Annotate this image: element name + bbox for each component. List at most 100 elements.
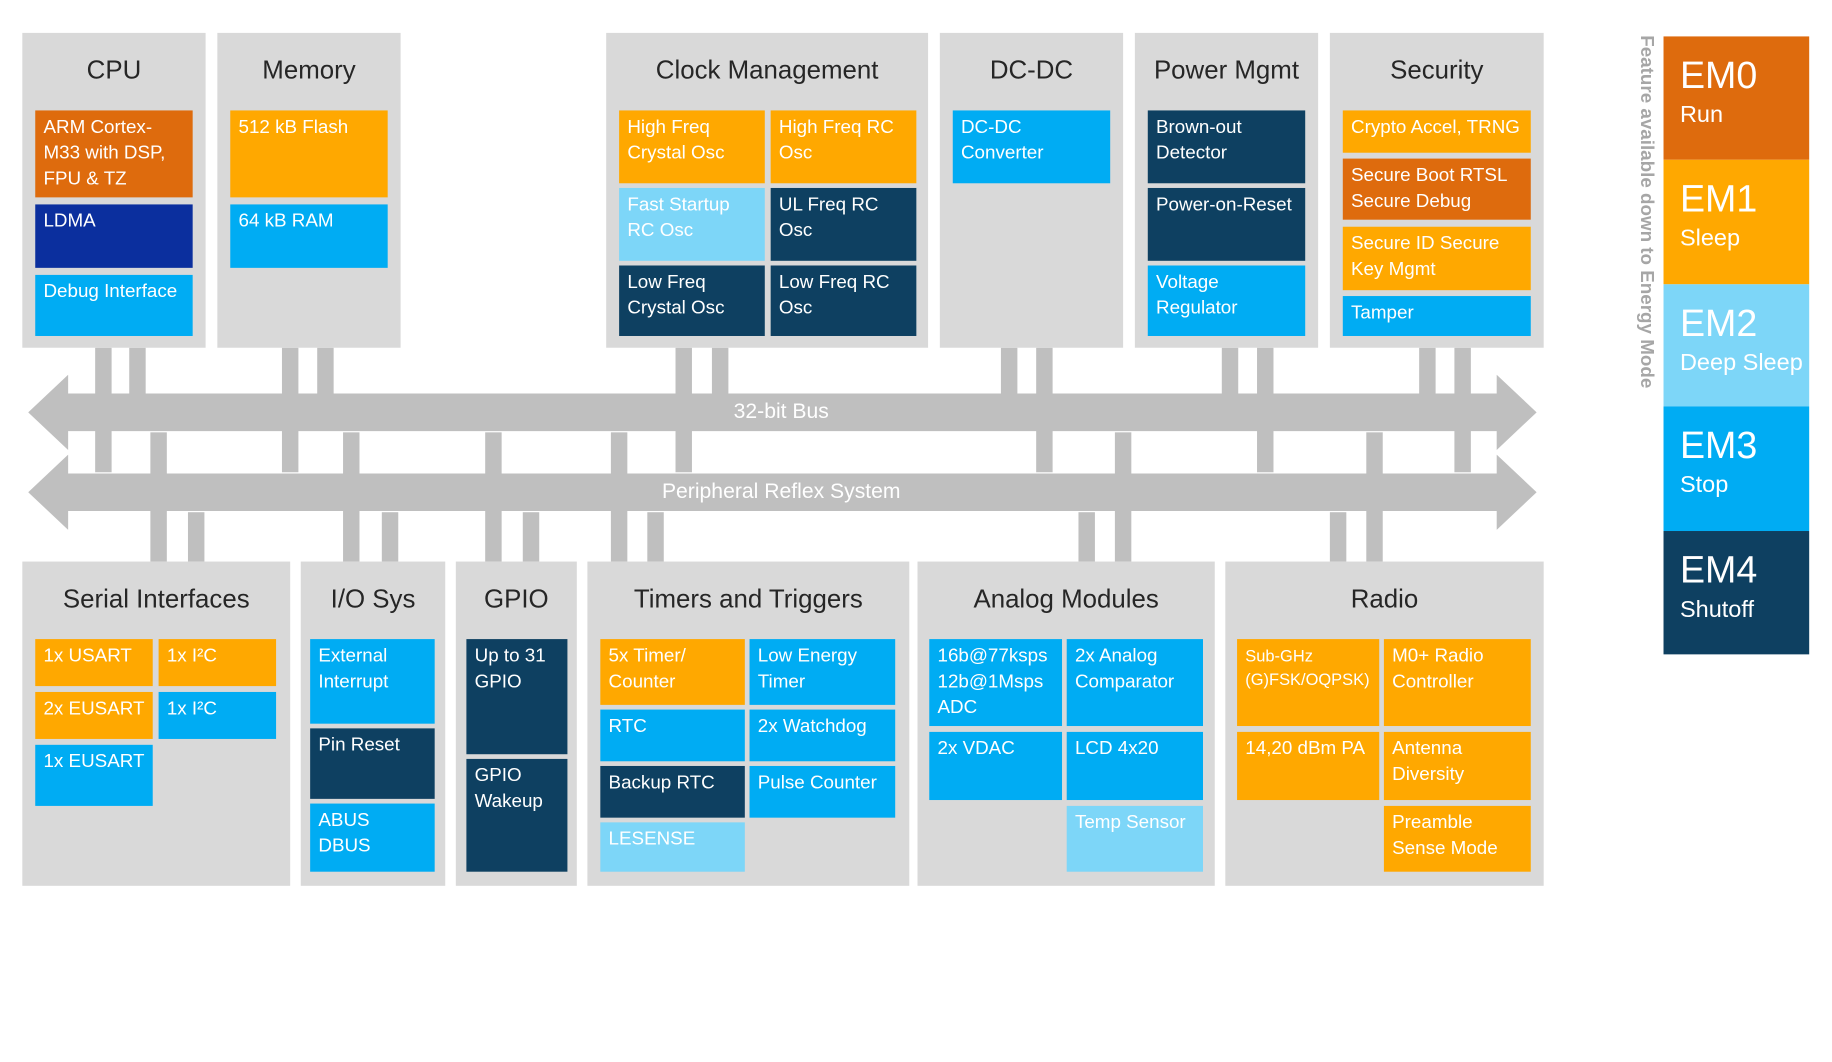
legend-mode: EM4 <box>1679 548 1758 591</box>
i2c-0: 1x I²C <box>158 639 277 687</box>
cpu-core: ARM Cortex-M33 with DSP, FPU & TZ <box>35 110 193 198</box>
secure-id: Secure ID Secure Key Mgmt <box>1342 226 1531 291</box>
lf-rc-osc: Low Freq RC Osc <box>770 265 917 336</box>
power-amplifier: 14,20 dBm PA <box>1237 731 1380 801</box>
preamble-sense: Preamble Sense Mode <box>1383 805 1531 872</box>
timers-triggers-group: Timers and Triggers 5x Timer/ Counter Lo… <box>587 561 910 886</box>
ram-memory: 64 kB RAM <box>230 204 388 268</box>
sub-ghz: Sub-GHz (G)FSK/OQPSK) <box>1237 639 1380 727</box>
abus-dbus: ABUS DBUS <box>310 803 435 872</box>
dcdc-converter: DC-DC Converter <box>952 110 1111 184</box>
external-interrupt: External Interrupt <box>310 639 435 724</box>
eusart-2x: 2x EUSART <box>35 691 153 739</box>
legend-name: Sleep <box>1679 225 1741 252</box>
connector-bar <box>522 512 540 562</box>
connector-bar <box>711 347 729 395</box>
watchdog: 2x Watchdog <box>749 709 896 762</box>
security-group: Security Crypto Accel, TRNG Secure Boot … <box>1329 32 1544 348</box>
legend-em4: EM4 Shutoff <box>1663 531 1810 655</box>
bus-32bit-arrow <box>28 374 1537 450</box>
power-mgmt-group: Power Mgmt Brown-out Detector Power-on-R… <box>1134 32 1319 348</box>
group-title: Memory <box>262 55 356 85</box>
rtc: RTC <box>600 709 745 762</box>
cpu-group: CPU ARM Cortex-M33 with DSP, FPU & TZ LD… <box>22 32 206 348</box>
group-title: Radio <box>1350 583 1419 614</box>
group-title: DC-DC <box>989 55 1074 85</box>
legend-name: Stop <box>1679 472 1729 499</box>
lf-crystal-osc: Low Freq Crystal Osc <box>619 265 765 336</box>
debug-interface: Debug Interface <box>35 274 193 336</box>
voltage-regulator: Voltage Regulator <box>1147 265 1306 336</box>
gpio-pins: Up to 31 GPIO <box>466 639 568 755</box>
brownout-detector: Brown-out Detector <box>1147 110 1306 184</box>
memory-group: Memory 512 kB Flash 64 kB RAM <box>217 32 401 348</box>
antenna-diversity: Antenna Diversity <box>1383 731 1531 801</box>
connector-bar <box>1419 347 1436 395</box>
analog-modules-group: Analog Modules 16b@77ksps 12b@1Msps ADC … <box>917 561 1215 886</box>
connector-bar <box>1329 512 1347 562</box>
analog-comparator: 2x Analog Comparator <box>1066 639 1203 727</box>
group-title: Clock Management <box>655 55 879 85</box>
connector-bar <box>129 347 146 395</box>
lcd: LCD 4x20 <box>1066 731 1203 801</box>
connector-bar <box>187 512 205 562</box>
group-title: GPIO <box>483 583 549 614</box>
connector-bar <box>1221 347 1239 395</box>
legend-em1: EM1 Sleep <box>1663 159 1810 285</box>
flash-memory: 512 kB Flash <box>230 110 388 198</box>
clock-management-group: Clock Management High Freq Crystal Osc H… <box>606 32 929 348</box>
gpio-group: GPIO Up to 31 GPIO GPIO Wakeup <box>455 561 577 886</box>
secure-boot: Secure Boot RTSL Secure Debug <box>1342 158 1531 220</box>
crypto-accel: Crypto Accel, TRNG <box>1342 110 1531 153</box>
legend-caption: Feature available down to Energy Mode <box>1636 35 1657 389</box>
radio-controller: M0+ Radio Controller <box>1383 639 1531 727</box>
dcdc-group: DC-DC DC-DC Converter <box>939 32 1124 348</box>
timer-counter: 5x Timer/ Counter <box>600 639 745 705</box>
temp-sensor: Temp Sensor <box>1066 805 1203 872</box>
ldma: LDMA <box>35 204 193 268</box>
adc: 16b@77ksps 12b@1Msps ADC <box>929 639 1063 727</box>
lesense: LESENSE <box>600 822 745 872</box>
serial-interfaces-group: Serial Interfaces 1x USART 1x I²C 2x EUS… <box>22 561 291 886</box>
io-sys-group: I/O Sys External Interrupt Pin Reset ABU… <box>300 561 446 886</box>
hf-rc-osc: High Freq RC Osc <box>770 110 917 184</box>
pin-reset: Pin Reset <box>310 728 435 799</box>
group-title: Security <box>1390 55 1484 85</box>
vdac: 2x VDAC <box>929 731 1063 801</box>
pulse-counter: Pulse Counter <box>749 765 896 818</box>
peripheral-reflex-arrow <box>28 454 1537 530</box>
legend-mode: EM0 <box>1679 54 1758 97</box>
legend-em3: EM3 Stop <box>1663 406 1810 532</box>
legend-em2: EM2 Deep Sleep <box>1663 284 1810 407</box>
gpio-wakeup: GPIO Wakeup <box>466 758 568 872</box>
low-energy-timer: Low Energy Timer <box>749 639 896 705</box>
group-title: Analog Modules <box>973 583 1159 614</box>
group-title: Serial Interfaces <box>62 583 250 614</box>
group-title: Timers and Triggers <box>633 583 863 614</box>
group-title: Power Mgmt <box>1153 55 1300 85</box>
connector-bar <box>1000 347 1018 395</box>
connector-bar <box>381 512 399 562</box>
fast-startup-rc-osc: Fast Startup RC Osc <box>619 187 765 261</box>
legend-name: Run <box>1679 102 1724 129</box>
peripheral-reflex-label: Peripheral Reflex System <box>661 479 901 503</box>
legend-em0: EM0 Run <box>1663 36 1810 160</box>
legend-mode: EM3 <box>1679 424 1758 467</box>
legend-mode: EM2 <box>1679 301 1758 345</box>
power-on-reset: Power-on-Reset <box>1147 187 1306 261</box>
bus-32bit-label: 32-bit Bus <box>733 399 829 423</box>
eusart-1x: 1x EUSART <box>35 744 153 806</box>
ul-freq-rc-osc: UL Freq RC Osc <box>770 187 917 261</box>
group-title: CPU <box>86 55 142 85</box>
connector-bar <box>317 347 334 395</box>
backup-rtc: Backup RTC <box>600 765 745 818</box>
group-title: I/O Sys <box>330 583 416 614</box>
usart: 1x USART <box>35 639 153 687</box>
connector-bar <box>647 512 664 562</box>
legend-name: Shutoff <box>1679 596 1755 623</box>
hf-crystal-osc: High Freq Crystal Osc <box>619 110 765 184</box>
tamper: Tamper <box>1342 296 1531 336</box>
legend-name: Deep Sleep <box>1679 350 1803 376</box>
legend-mode: EM1 <box>1679 177 1758 220</box>
